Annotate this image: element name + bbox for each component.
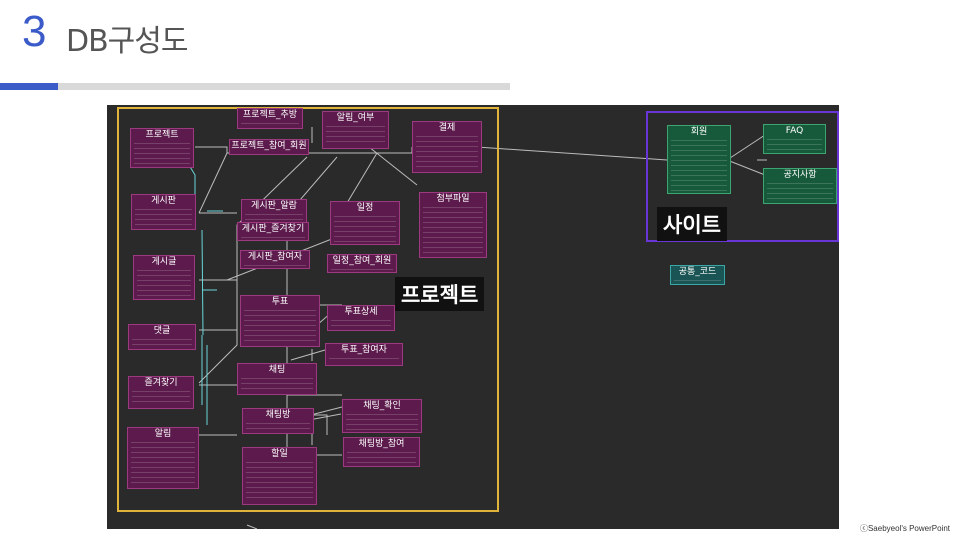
erd-table-notice[interactable]: 공지사항	[763, 168, 837, 204]
erd-table-project-recommend[interactable]: 프로젝트_추방	[237, 108, 303, 129]
table-name: 프로젝트	[145, 130, 179, 140]
table-name: 즐겨찾기	[144, 378, 178, 388]
table-columns	[134, 143, 190, 165]
erd-table-favorite[interactable]: 즐겨찾기	[128, 376, 194, 409]
table-name: 채팅_확인	[363, 401, 401, 411]
site-group-label: 사이트	[657, 207, 727, 241]
table-name: FAQ	[785, 126, 804, 136]
table-columns	[326, 126, 385, 146]
table-name: 일정	[356, 203, 374, 213]
site-group-frame	[646, 111, 839, 242]
erd-table-todo[interactable]: 할일	[242, 447, 317, 505]
table-name: 게시판	[151, 196, 176, 206]
table-name: 할일	[271, 449, 288, 459]
erd-table-attachment[interactable]: 첨부파일	[419, 192, 487, 258]
table-columns	[331, 269, 393, 270]
table-columns	[671, 140, 727, 191]
table-columns	[132, 391, 190, 406]
table-name: 결제	[438, 123, 456, 133]
erd-table-common-code[interactable]: 공통_코드	[670, 265, 725, 285]
table-name: 공지사항	[783, 170, 817, 180]
table-name: 투표상세	[344, 307, 378, 317]
erd-table-vote-participant[interactable]: 투표_참여자	[325, 343, 403, 366]
table-name: 게시판_알람	[251, 201, 297, 211]
erd-table-faq[interactable]: FAQ	[763, 124, 826, 154]
table-columns	[347, 452, 416, 464]
table-columns	[244, 310, 316, 344]
erd-table-vote[interactable]: 투표	[240, 295, 320, 347]
table-name: 투표	[271, 297, 289, 307]
table-columns	[331, 320, 391, 328]
erd-table-alarm-status[interactable]: 알림_여부	[322, 111, 389, 149]
table-columns	[329, 358, 399, 363]
table-name: 첨부파일	[436, 194, 470, 204]
table-columns	[131, 442, 195, 486]
erd-table-chat-check[interactable]: 채팅_확인	[342, 399, 422, 433]
erd-table-post[interactable]: 게시글	[133, 255, 195, 300]
table-columns	[241, 378, 313, 392]
erd-table-comment[interactable]: 댓글	[128, 324, 196, 350]
table-name: 채팅방	[265, 410, 291, 420]
erd-table-project-member[interactable]: 프로젝트_참여_회원	[229, 139, 309, 155]
erd-table-schedule-member[interactable]: 일정_참여_회원	[327, 254, 397, 273]
erd-table-chat-room[interactable]: 채팅방	[242, 408, 314, 434]
slide-title: DB구성도	[66, 24, 188, 59]
erd-table-chat[interactable]: 채팅	[237, 363, 317, 395]
erd-table-payment[interactable]: 결제	[412, 121, 482, 173]
table-name: 일정_참여_회원	[332, 256, 392, 266]
project-group-frame	[117, 107, 499, 512]
erd-table-project[interactable]: 프로젝트	[130, 128, 194, 168]
table-columns	[246, 462, 313, 502]
table-columns	[674, 280, 721, 282]
copyright-credit: ⓒSaebyeol's PowerPoint	[859, 524, 950, 533]
table-name: 알림	[154, 429, 172, 439]
table-columns	[137, 270, 191, 297]
table-columns	[244, 265, 306, 266]
table-name: 채팅방_참여	[358, 439, 405, 449]
table-columns	[767, 183, 833, 201]
table-name: 프로젝트_추방	[242, 110, 298, 120]
table-name: 채팅	[268, 365, 286, 375]
table-columns	[135, 209, 192, 227]
table-name: 댓글	[153, 326, 171, 336]
table-name: 공통_코드	[678, 267, 717, 277]
table-columns	[245, 214, 303, 223]
erd-table-vote-detail[interactable]: 투표상세	[327, 305, 395, 331]
table-columns	[423, 207, 483, 255]
title-divider	[58, 83, 510, 90]
erd-table-schedule[interactable]: 일정	[330, 201, 400, 245]
table-columns	[767, 139, 822, 151]
erd-table-board[interactable]: 게시판	[131, 194, 196, 230]
erd-table-board-favorite[interactable]: 게시판_즐겨찾기	[237, 222, 309, 241]
erd-table-board-alarm[interactable]: 게시판_알람	[241, 199, 307, 226]
table-columns	[346, 414, 418, 430]
table-columns	[132, 339, 192, 347]
project-group-label: 프로젝트	[395, 277, 485, 311]
erd-table-board-participant[interactable]: 게시판_참여자	[240, 250, 310, 269]
table-name: 게시판_참여자	[247, 252, 303, 262]
table-columns	[416, 136, 478, 170]
table-columns	[241, 237, 305, 238]
erd-table-alarm[interactable]: 알림	[127, 427, 199, 489]
table-columns	[334, 216, 396, 242]
table-name: 프로젝트_참여_회원	[231, 141, 307, 151]
table-columns	[241, 123, 299, 126]
table-name: 게시글	[151, 257, 177, 267]
slide-number: 3	[22, 7, 47, 56]
table-name: 게시판_즐겨찾기	[241, 224, 305, 234]
title-accent-bar	[0, 83, 58, 90]
erd-table-chat-room-member[interactable]: 채팅방_참여	[343, 437, 420, 467]
table-name: 알림_여부	[336, 113, 375, 123]
table-columns	[246, 423, 310, 431]
erd-table-member[interactable]: 회원	[667, 125, 731, 194]
table-name: 회원	[690, 127, 708, 137]
table-name: 투표_참여자	[341, 345, 387, 355]
erd-canvas: 프로젝트 프로젝트_추방 알림_여부 결제 프로젝트_참여_회원 게시판 게시판…	[107, 105, 839, 529]
